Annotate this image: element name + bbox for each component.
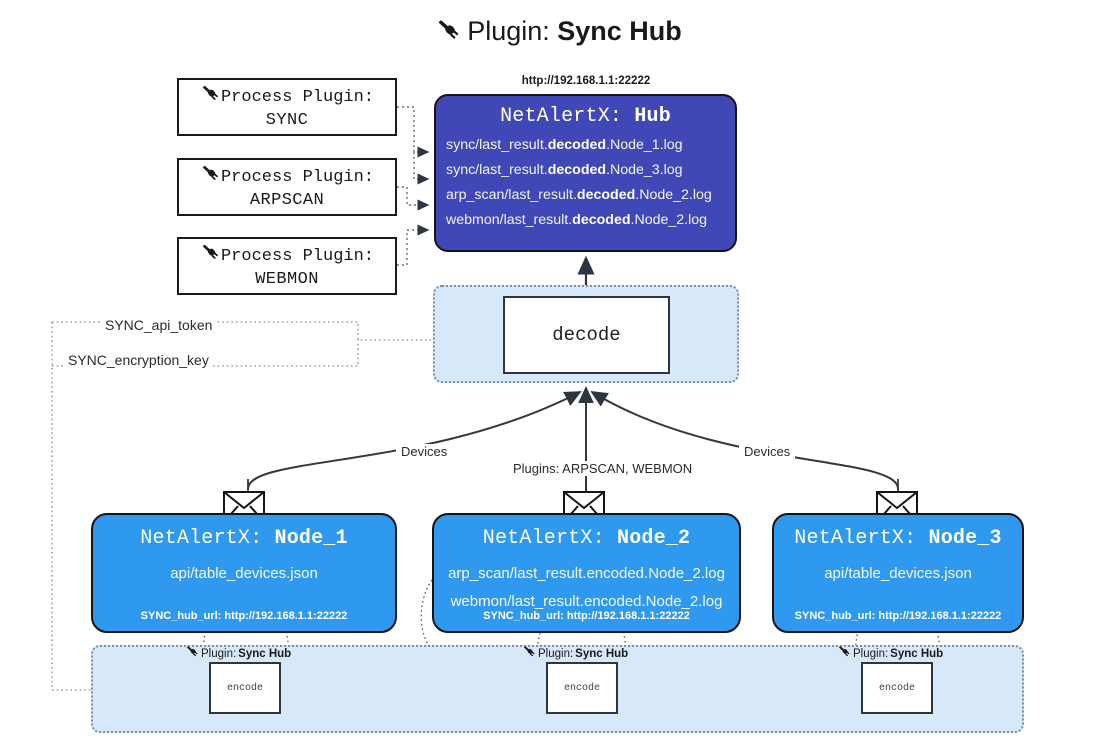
log-mid: decoded [576,187,636,203]
plug-icon [837,645,851,662]
plugin-tag-3: Plugin: Sync Hub [837,645,943,662]
log-post: .Node_2.log [635,187,712,203]
process-plugin-name: ARPSCAN [249,190,325,210]
log-post: .Node_1.log [606,137,683,153]
process-plugin-label: Process Plugin: [220,246,375,266]
title-name: Sync Hub [557,16,682,46]
node-2[interactable]: NetAlertX: Node_2 arp_scan/last_result.e… [432,513,741,633]
process-plugin-name: SYNC [265,110,309,130]
log-pre: arp_scan/last_result. [446,187,577,203]
plug-icon [200,164,220,190]
log-pre: sync/last_result. [446,137,548,153]
edge-label-devices-right: Devices [739,444,796,459]
node-line: webmon/last_result.encoded.Node_2.log [450,593,723,610]
node-title-name: Node_1 [274,527,348,550]
node-title-prefix: NetAlertX: [140,527,275,550]
node-line: arp_scan/last_result.encoded.Node_2.log [448,565,725,582]
hub-log-line: arp_scan/last_result.decoded.Node_2.log [446,183,735,208]
sync-api-token-label: SYNC_api_token [101,317,217,333]
process-plugin-sync[interactable]: Process Plugin: SYNC [177,78,397,136]
node-title-prefix: NetAlertX: [482,527,617,550]
node-3[interactable]: NetAlertX: Node_3 api/table_devices.json… [772,513,1024,633]
node-title: NetAlertX: Node_2 [434,527,739,550]
encode-box-2[interactable]: encode [546,662,618,714]
encode-box-1[interactable]: encode [209,662,281,714]
plug-icon [435,18,461,51]
decode-box[interactable]: decode [503,296,670,374]
node-title-prefix: NetAlertX: [794,527,929,550]
page-title: Plugin: Sync Hub [0,16,1117,51]
plug-icon [522,645,536,662]
node-line: api/table_devices.json [824,565,972,582]
hub-log-line: webmon/last_result.decoded.Node_2.log [446,208,735,233]
encode-box-3[interactable]: encode [861,662,933,714]
node-footer: SYNC_hub_url: http://192.168.1.1:22222 [140,610,348,622]
node-title: NetAlertX: Node_3 [774,527,1022,550]
node-title-name: Node_2 [617,527,691,550]
plugin-tag-1: Plugin: Sync Hub [185,645,291,662]
plug-icon [200,84,220,110]
hub-log-list: sync/last_result.decoded.Node_1.log sync… [436,133,735,233]
node-footer: SYNC_hub_url: http://192.168.1.1:22222 [483,610,690,622]
log-post: .Node_3.log [606,162,683,178]
hub-log-line: sync/last_result.decoded.Node_1.log [446,133,735,158]
hub-title: NetAlertX: Hub [436,105,735,128]
node-1[interactable]: NetAlertX: Node_1 api/table_devices.json… [91,513,397,633]
plugin-tag-name: Sync Hub [238,647,292,660]
plugin-tag-prefix: Plugin: [538,647,574,660]
node-line: api/table_devices.json [170,565,318,582]
title-prefix: Plugin: [467,16,558,46]
plug-icon [185,645,199,662]
edge-label-plugins: Plugins: ARPSCAN, WEBMON [508,461,698,476]
node-title-name: Node_3 [928,527,1002,550]
plug-icon [200,243,220,269]
edge-label-devices-left: Devices [396,444,453,459]
plugin-tag-2: Plugin: Sync Hub [522,645,628,662]
node-footer: SYNC_hub_url: http://192.168.1.1:22222 [794,610,1002,622]
log-mid: decoded [547,162,607,178]
log-post: .Node_2.log [630,212,708,228]
plugin-tag-prefix: Plugin: [201,647,237,660]
hub-title-name: Hub [634,105,671,128]
hub-url-label: http://192.168.1.1:22222 [521,75,651,87]
process-plugin-label: Process Plugin: [220,167,375,187]
plugin-tag-prefix: Plugin: [853,647,889,660]
process-plugin-webmon[interactable]: Process Plugin: WEBMON [177,237,397,295]
hub-title-prefix: NetAlertX: [500,105,635,128]
process-plugin-label: Process Plugin: [220,87,375,107]
log-mid: decoded [547,137,607,153]
hub-node[interactable]: NetAlertX: Hub sync/last_result.decoded.… [434,94,737,252]
sync-encryption-key-label: SYNC_encryption_key [64,352,213,368]
process-plugin-arpscan[interactable]: Process Plugin: ARPSCAN [177,158,397,216]
hub-log-line: sync/last_result.decoded.Node_3.log [446,158,735,183]
process-plugin-name: WEBMON [255,269,319,289]
plugin-tag-name: Sync Hub [575,647,629,660]
node-title: NetAlertX: Node_1 [93,527,395,550]
log-pre: sync/last_result. [446,162,548,178]
plugin-tag-name: Sync Hub [890,647,944,660]
log-pre: webmon/last_result. [446,212,573,228]
log-mid: decoded [572,212,631,228]
